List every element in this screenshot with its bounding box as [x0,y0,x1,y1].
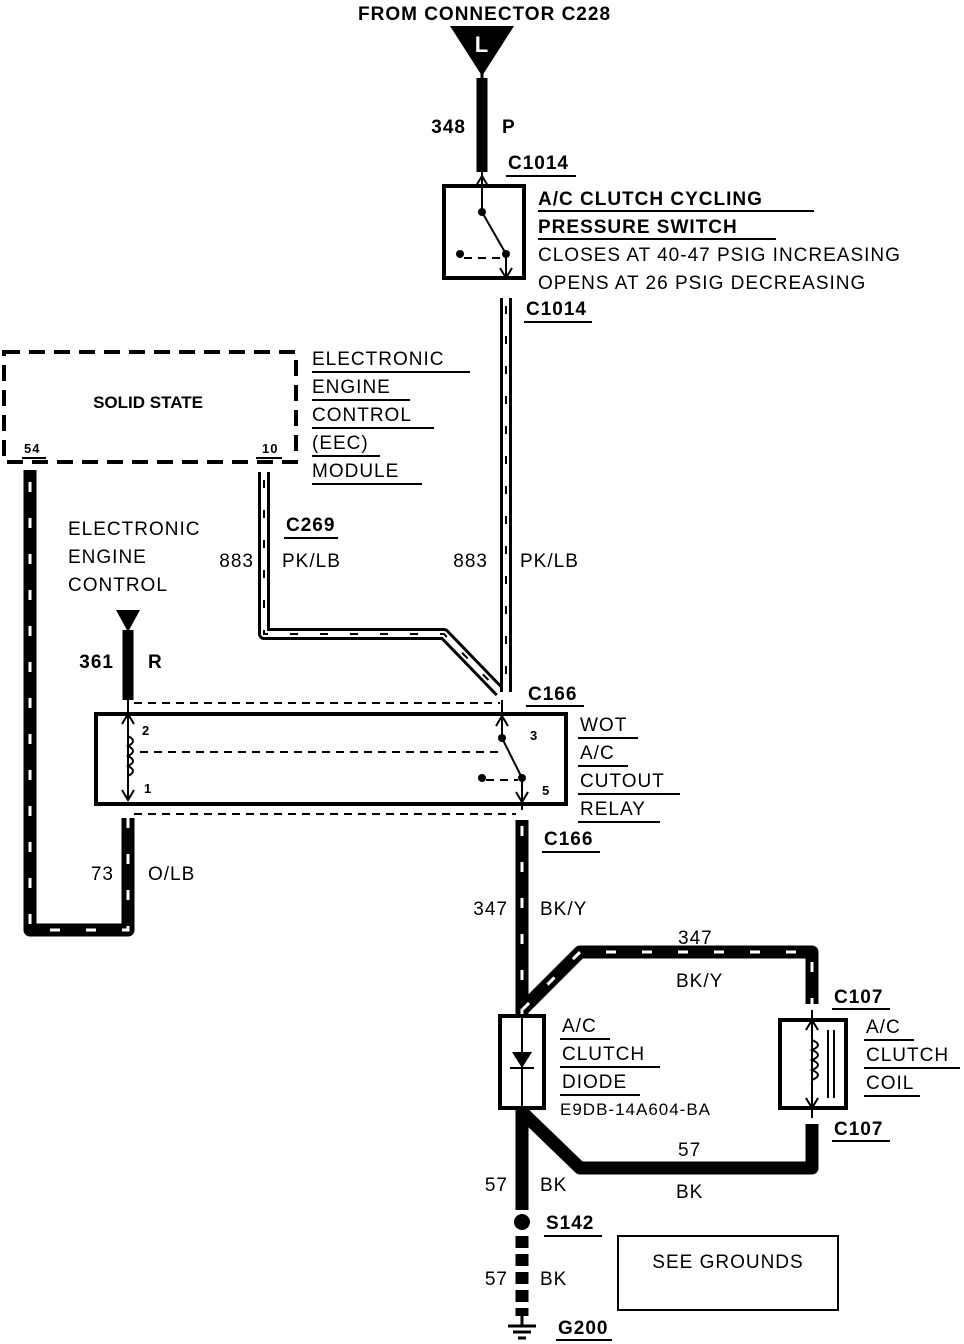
see-grounds-box[interactable] [617,1235,839,1311]
relay-pin-2: 2 [142,723,150,738]
eec-source-line-2: ENGINE [68,547,147,568]
wire-347-color: BK/Y [540,899,587,920]
coil-connector-top: C107 [834,987,883,1008]
wire-347-branch-circuit: 347 [678,928,713,949]
switch-spec-1: CLOSES AT 40-47 PSIG INCREASING [538,245,901,266]
wire-883-left [258,472,505,697]
eec-title-5: MODULE [312,461,399,482]
diode-title-3: DIODE [562,1072,627,1093]
eec-title-3: CONTROL [312,405,412,426]
switch-contact-icon [456,172,513,280]
ground-icon [508,1316,536,1340]
wire-57-branch [517,1107,819,1175]
wire-57-lower-color: BK [540,1269,567,1290]
wire-73-circuit: 73 [91,864,114,885]
coil-title-3: COIL [866,1073,914,1094]
wire-57-lower-circuit: 57 [485,1269,508,1290]
wire-73-color: O/LB [148,864,195,885]
wire-883-left-circuit: 883 [219,551,254,572]
wire-57-branch-circuit: 57 [678,1140,701,1161]
relay-contact-icon [478,700,529,810]
eec-title-1: ELECTRONIC [312,349,444,370]
wire-347-branch [517,945,819,1015]
wire-883-left-connector: C269 [286,515,335,536]
wire-883-left-color: PK/LB [282,551,341,572]
relay-pin-3: 3 [530,728,538,743]
eec-source-line-1: ELECTRONIC [68,519,200,540]
wire-361-circuit: 361 [79,652,114,673]
relay-title-3: CUTOUT [580,771,665,792]
eec-pin-10: 10 [262,441,278,456]
pressure-switch-box [442,184,526,280]
splice-dot-icon [514,1214,530,1230]
switch-connector-bottom: C1014 [526,299,587,320]
coil-title-1: A/C [866,1017,901,1038]
relay-title-1: WOT [580,715,627,736]
source-label: FROM CONNECTOR C228 [358,4,611,25]
coil-title-2: CLUTCH [866,1045,949,1066]
relay-connector-top: C166 [528,684,577,705]
eec-title-2: ENGINE [312,377,391,398]
relay-title-2: A/C [580,743,615,764]
wire-347-circuit: 347 [473,899,508,920]
wire-57-branch-color: BK [676,1182,703,1203]
diode-icon [510,1016,534,1108]
wire-348-circuit: 348 [431,117,466,138]
eec-title-4: (EEC) [312,433,369,454]
wire-883-right-circuit: 883 [453,551,488,572]
coil-connector-bottom: C107 [834,1119,883,1140]
relay-connector-bottom: C166 [544,829,593,850]
wire-347-branch-color: BK/Y [676,971,723,992]
wire-57-upper-color: BK [540,1175,567,1196]
wire-73 [23,470,135,937]
wire-883-right-color: PK/LB [520,551,579,572]
eec-inner-label: SOLID STATE [93,393,203,412]
wire-57-upper-circuit: 57 [485,1175,508,1196]
relay-coil-icon [121,700,135,802]
see-grounds-label[interactable]: SEE GROUNDS [652,1252,803,1273]
diode-part-number: E9DB-14A604-BA [560,1100,711,1119]
relay-pin-5: 5 [542,783,550,798]
switch-connector-top: C1014 [508,153,569,174]
relay-box [94,712,568,806]
splice-label: S142 [546,1213,594,1234]
relay-pin-1: 1 [144,781,152,796]
ground-label: G200 [558,1318,608,1339]
diode-title-1: A/C [562,1016,597,1037]
diode-title-2: CLUTCH [562,1044,645,1065]
eec-source-line-3: CONTROL [68,575,168,596]
switch-title-2: PRESSURE SWITCH [538,217,738,238]
wire-361-color: R [148,652,163,673]
eec-source-arrow-icon [116,610,140,632]
connector-l-letter: L [475,32,489,57]
switch-title-1: A/C CLUTCH CYCLING [538,189,763,210]
relay-title-4: RELAY [580,799,646,820]
wire-348-color: P [502,117,516,138]
clutch-coil-icon [805,1010,835,1118]
eec-pin-54: 54 [24,441,40,456]
switch-spec-2: OPENS AT 26 PSIG DECREASING [538,273,866,294]
